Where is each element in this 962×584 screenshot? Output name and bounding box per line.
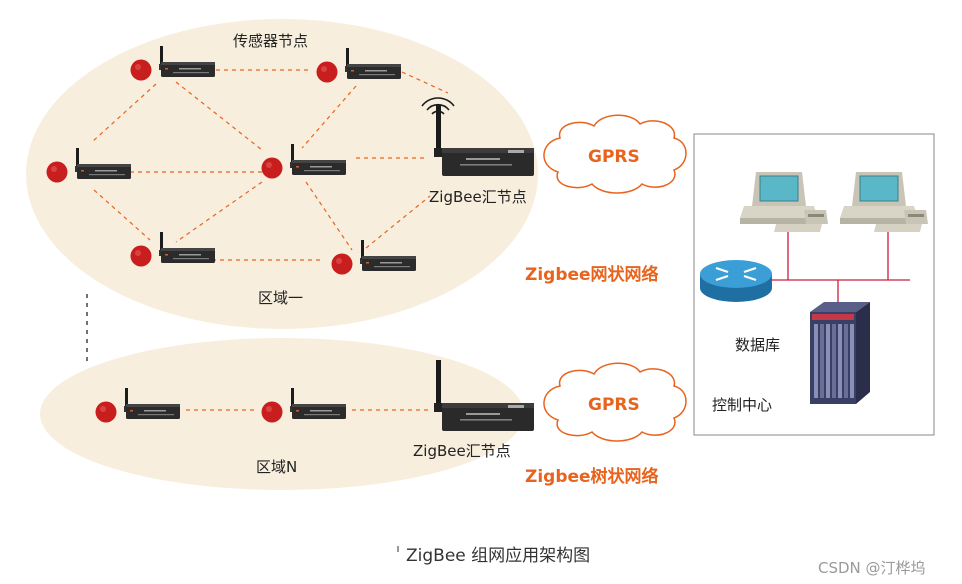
- database-label: 数据库: [735, 336, 780, 354]
- region-one-area: [26, 19, 538, 329]
- database-server-icon: [810, 302, 870, 404]
- watermark: CSDN @汀桦坞: [818, 559, 926, 577]
- gprs-label: GPRS: [588, 395, 640, 415]
- tree-network-label: Zigbee树状网络: [525, 466, 659, 487]
- wireless-signal-icon: [421, 97, 455, 115]
- gprs-cloud: GPRS: [543, 362, 687, 442]
- diagram-caption: ZigBee 组网应用架构图: [406, 546, 590, 566]
- mesh-network-label: Zigbee网状网络: [525, 264, 659, 285]
- control-center-label: 控制中心: [712, 396, 772, 414]
- gprs-label: GPRS: [588, 147, 640, 167]
- control-center: 数据库 控制中心: [693, 133, 935, 436]
- sink-node-label: ZigBee汇节点: [413, 442, 511, 460]
- gprs-cloud: GPRS: [543, 114, 687, 194]
- mesh-links: [91, 69, 449, 261]
- region-n-label: 区域N: [256, 458, 297, 476]
- router-icon: [700, 260, 772, 302]
- region-one-label: 区域一: [258, 289, 303, 307]
- sink-node-label: ZigBee汇节点: [429, 188, 527, 206]
- sensor-node-label: 传感器节点: [233, 32, 308, 50]
